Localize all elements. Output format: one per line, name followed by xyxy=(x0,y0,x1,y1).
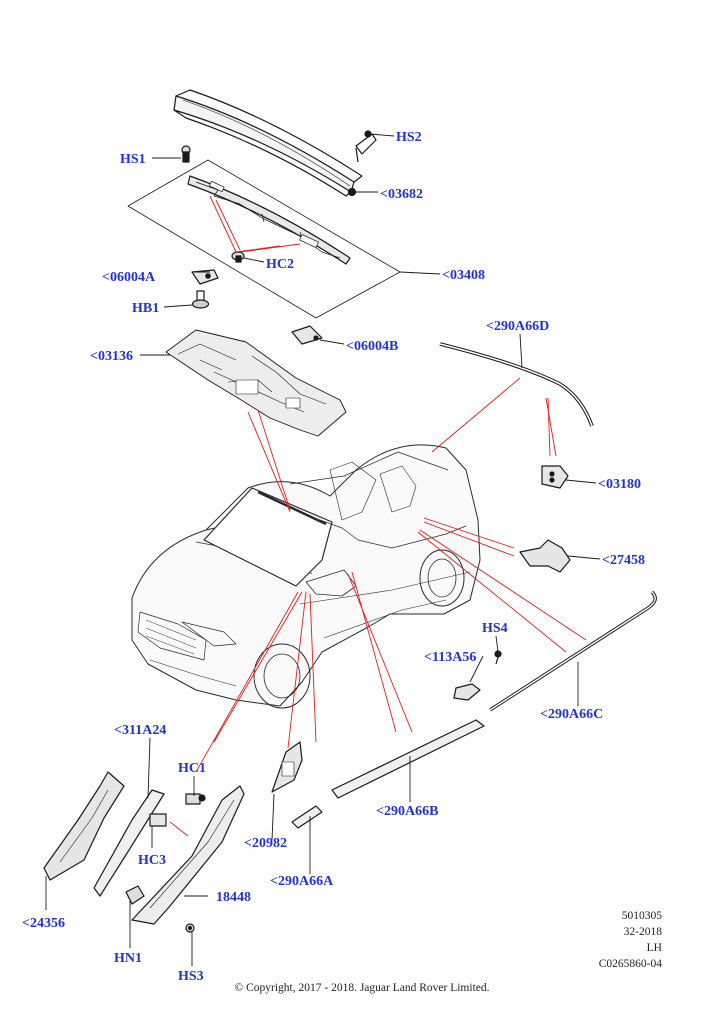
callout-hs4[interactable]: HS4 xyxy=(482,621,508,636)
callout-hs2[interactable]: HS2 xyxy=(396,130,422,145)
copyright-notice: © Copyright, 2017 - 2018. Jaguar Land Ro… xyxy=(234,982,490,994)
reference-code: 5010305 xyxy=(621,910,662,922)
parts-drawing xyxy=(43,89,657,933)
trim-290a66b xyxy=(331,719,485,799)
nut-03682 xyxy=(347,187,357,197)
callout-03408[interactable]: <03408 xyxy=(442,268,485,283)
reference-side: LH xyxy=(646,942,662,954)
panel-03136 xyxy=(165,329,347,437)
callout-18448[interactable]: 18448 xyxy=(216,890,251,905)
callout-hb1[interactable]: HB1 xyxy=(132,301,159,316)
bolt-hb1 xyxy=(191,290,210,309)
trim-290a66a xyxy=(291,805,323,829)
clip-hn1 xyxy=(125,885,145,905)
callout-hs1[interactable]: HS1 xyxy=(120,152,146,167)
callout-290a66d[interactable]: <290A66D xyxy=(486,319,549,334)
car-body xyxy=(131,444,481,709)
pillar-311a24 xyxy=(93,789,165,897)
callout-labels: HS1 HS2 <03682 HC2 <06004A <03408 HB1 <0… xyxy=(22,130,645,984)
bracket-06004b xyxy=(291,325,323,345)
callout-27458[interactable]: <27458 xyxy=(602,553,645,568)
callout-290a66c[interactable]: <290A66C xyxy=(540,707,603,722)
callout-290a66a[interactable]: <290A66A xyxy=(270,874,334,889)
bracket-27458 xyxy=(519,539,571,573)
callout-03136[interactable]: <03136 xyxy=(90,349,133,364)
bolt-hs2 xyxy=(355,130,377,163)
trim-290a66c xyxy=(489,590,657,712)
pillar-18448 xyxy=(131,785,245,925)
callout-03682[interactable]: <03682 xyxy=(380,187,423,202)
callout-290a66b[interactable]: <290A66B xyxy=(376,804,438,819)
clip-hs4 xyxy=(494,650,502,665)
leader-lines xyxy=(169,195,587,837)
bracket-03180 xyxy=(541,465,569,489)
callout-06004a[interactable]: <06004A xyxy=(102,270,156,285)
callout-311a24[interactable]: <311A24 xyxy=(114,723,166,738)
assembly-plane xyxy=(127,159,401,319)
callout-hc1[interactable]: HC1 xyxy=(178,761,206,776)
illustration-id: C0265860-04 xyxy=(598,958,662,970)
pillar-24356 xyxy=(43,771,125,881)
callout-03180[interactable]: <03180 xyxy=(598,477,641,492)
clip-hc3 xyxy=(149,813,167,827)
callout-leaders xyxy=(45,133,601,966)
callout-hc3[interactable]: HC3 xyxy=(138,853,166,868)
clip-hc2 xyxy=(231,251,245,263)
callout-24356[interactable]: <24356 xyxy=(22,916,65,931)
rail-290a66d xyxy=(439,342,594,427)
callout-06004b[interactable]: <06004B xyxy=(346,339,398,354)
clip-hc1 xyxy=(185,793,206,805)
callout-hs3[interactable]: HS3 xyxy=(178,969,204,984)
callout-hc2[interactable]: HC2 xyxy=(266,257,294,272)
bracket-06004a xyxy=(191,269,219,285)
callout-113a56[interactable]: <113A56 xyxy=(424,650,476,665)
callout-20982[interactable]: <20982 xyxy=(244,836,287,851)
parcel-tray xyxy=(187,175,351,265)
reference-block: 5010305 32-2018 LH C0265860-04 xyxy=(599,908,662,972)
bracket-113a56 xyxy=(453,683,481,701)
screw-hs3 xyxy=(185,923,195,933)
reference-date: 32-2018 xyxy=(623,926,662,938)
callout-hn1[interactable]: HN1 xyxy=(114,951,142,966)
screw-hs1 xyxy=(181,145,191,163)
trim-20982 xyxy=(271,741,303,793)
